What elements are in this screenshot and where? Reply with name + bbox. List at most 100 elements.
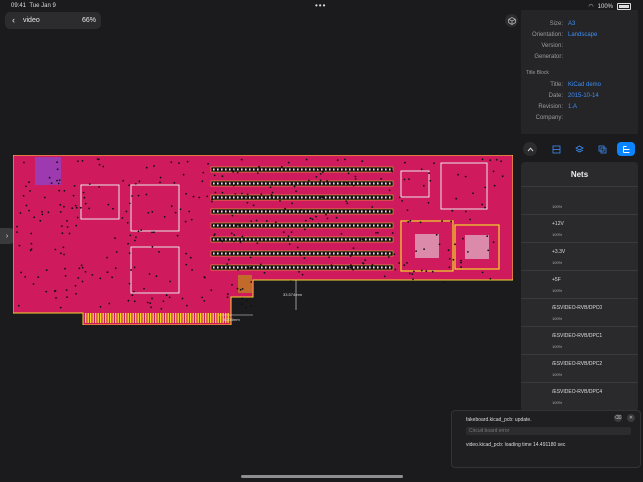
via [232, 184, 235, 187]
sidebar-toggle-button[interactable]: › [0, 228, 14, 244]
slot-pin [293, 210, 295, 213]
layers-button[interactable] [570, 142, 588, 156]
via [423, 248, 425, 250]
via [233, 240, 236, 243]
via [65, 289, 68, 291]
via [76, 216, 79, 219]
slot-pin [325, 168, 327, 171]
slot-pin [345, 252, 347, 255]
slot-pin [261, 168, 263, 171]
via [350, 264, 352, 266]
via [22, 194, 25, 197]
slot-pin [281, 196, 283, 199]
dimension-vertical-label: 33.574mm [283, 292, 302, 297]
via [74, 284, 77, 287]
via [29, 249, 32, 252]
slot-pin [333, 210, 335, 213]
slot-pin [241, 266, 243, 269]
back-chevron-icon[interactable]: ‹ [12, 15, 15, 25]
via [221, 191, 224, 194]
via [362, 262, 364, 264]
via [481, 203, 483, 206]
slot-pin [357, 182, 359, 185]
console-input[interactable]: Circuit board error [466, 427, 631, 435]
via [388, 189, 391, 192]
slot-pin [233, 224, 235, 227]
via [293, 185, 296, 188]
slot-pin [369, 266, 371, 269]
via [151, 297, 153, 300]
via [420, 269, 423, 272]
slot-pin [273, 196, 275, 199]
pcb-canvas[interactable]: 33.574mm 9.208mm [12, 154, 514, 326]
slot-pin [285, 252, 287, 255]
via [75, 206, 78, 209]
edge-pin [152, 313, 154, 323]
home-indicator[interactable] [241, 475, 403, 478]
via [447, 249, 450, 252]
copy-button[interactable] [593, 142, 611, 156]
via [84, 270, 87, 273]
via [58, 189, 61, 192]
via [311, 218, 314, 221]
via [168, 296, 171, 299]
console-clear-button[interactable]: ⌫ [614, 414, 622, 422]
via [354, 175, 357, 178]
via [454, 243, 456, 246]
3d-view-button[interactable] [505, 14, 518, 27]
slot-pin [321, 182, 323, 185]
slot-pin [305, 252, 307, 255]
slot-pin [281, 210, 283, 213]
slot-pin [377, 266, 379, 269]
via [349, 255, 352, 257]
slot-pin [365, 252, 367, 255]
property-row-orientation: Orientation:Landscape [531, 32, 598, 38]
zoom-level[interactable]: 66% [81, 17, 96, 24]
via [270, 193, 273, 196]
via [191, 269, 194, 271]
slot-pin [277, 168, 279, 171]
via [188, 210, 191, 213]
file-pill[interactable]: ‹ video 66% [5, 12, 101, 29]
slot-pin [293, 238, 295, 241]
via [241, 192, 243, 195]
properties-panel: Size:A3 Orientation:Landscape Version: G… [521, 10, 638, 134]
console-close-button[interactable]: ✕ [627, 414, 635, 422]
via [308, 179, 310, 182]
bga-right [454, 224, 500, 270]
close-icon: ✕ [628, 415, 634, 421]
multitask-dots[interactable]: ••• [315, 1, 327, 10]
via [32, 283, 35, 285]
slot-pin [289, 196, 291, 199]
via [153, 231, 155, 234]
slot-pin [337, 266, 339, 269]
collapse-panel-button[interactable] [523, 142, 537, 156]
slot-pin [273, 168, 275, 171]
slot-pin [261, 182, 263, 185]
via [88, 207, 90, 210]
slot-pin [233, 182, 235, 185]
slot-pin [365, 238, 367, 241]
title-block-heading: Title Block [526, 70, 549, 76]
slot-pin [265, 238, 267, 241]
nets-tree-button[interactable] [617, 142, 635, 156]
slot-pin [389, 168, 391, 171]
edge-pin [130, 313, 132, 323]
board-layers-button[interactable] [547, 142, 565, 156]
slot-pin [265, 224, 267, 227]
via [181, 297, 184, 300]
slot-pin [261, 252, 263, 255]
slot-pin [329, 238, 331, 241]
nets-tree-icon [622, 145, 629, 153]
slot-pin [357, 196, 359, 199]
net-row[interactable]: 100% [521, 186, 638, 215]
via [492, 170, 495, 173]
via [185, 252, 188, 255]
